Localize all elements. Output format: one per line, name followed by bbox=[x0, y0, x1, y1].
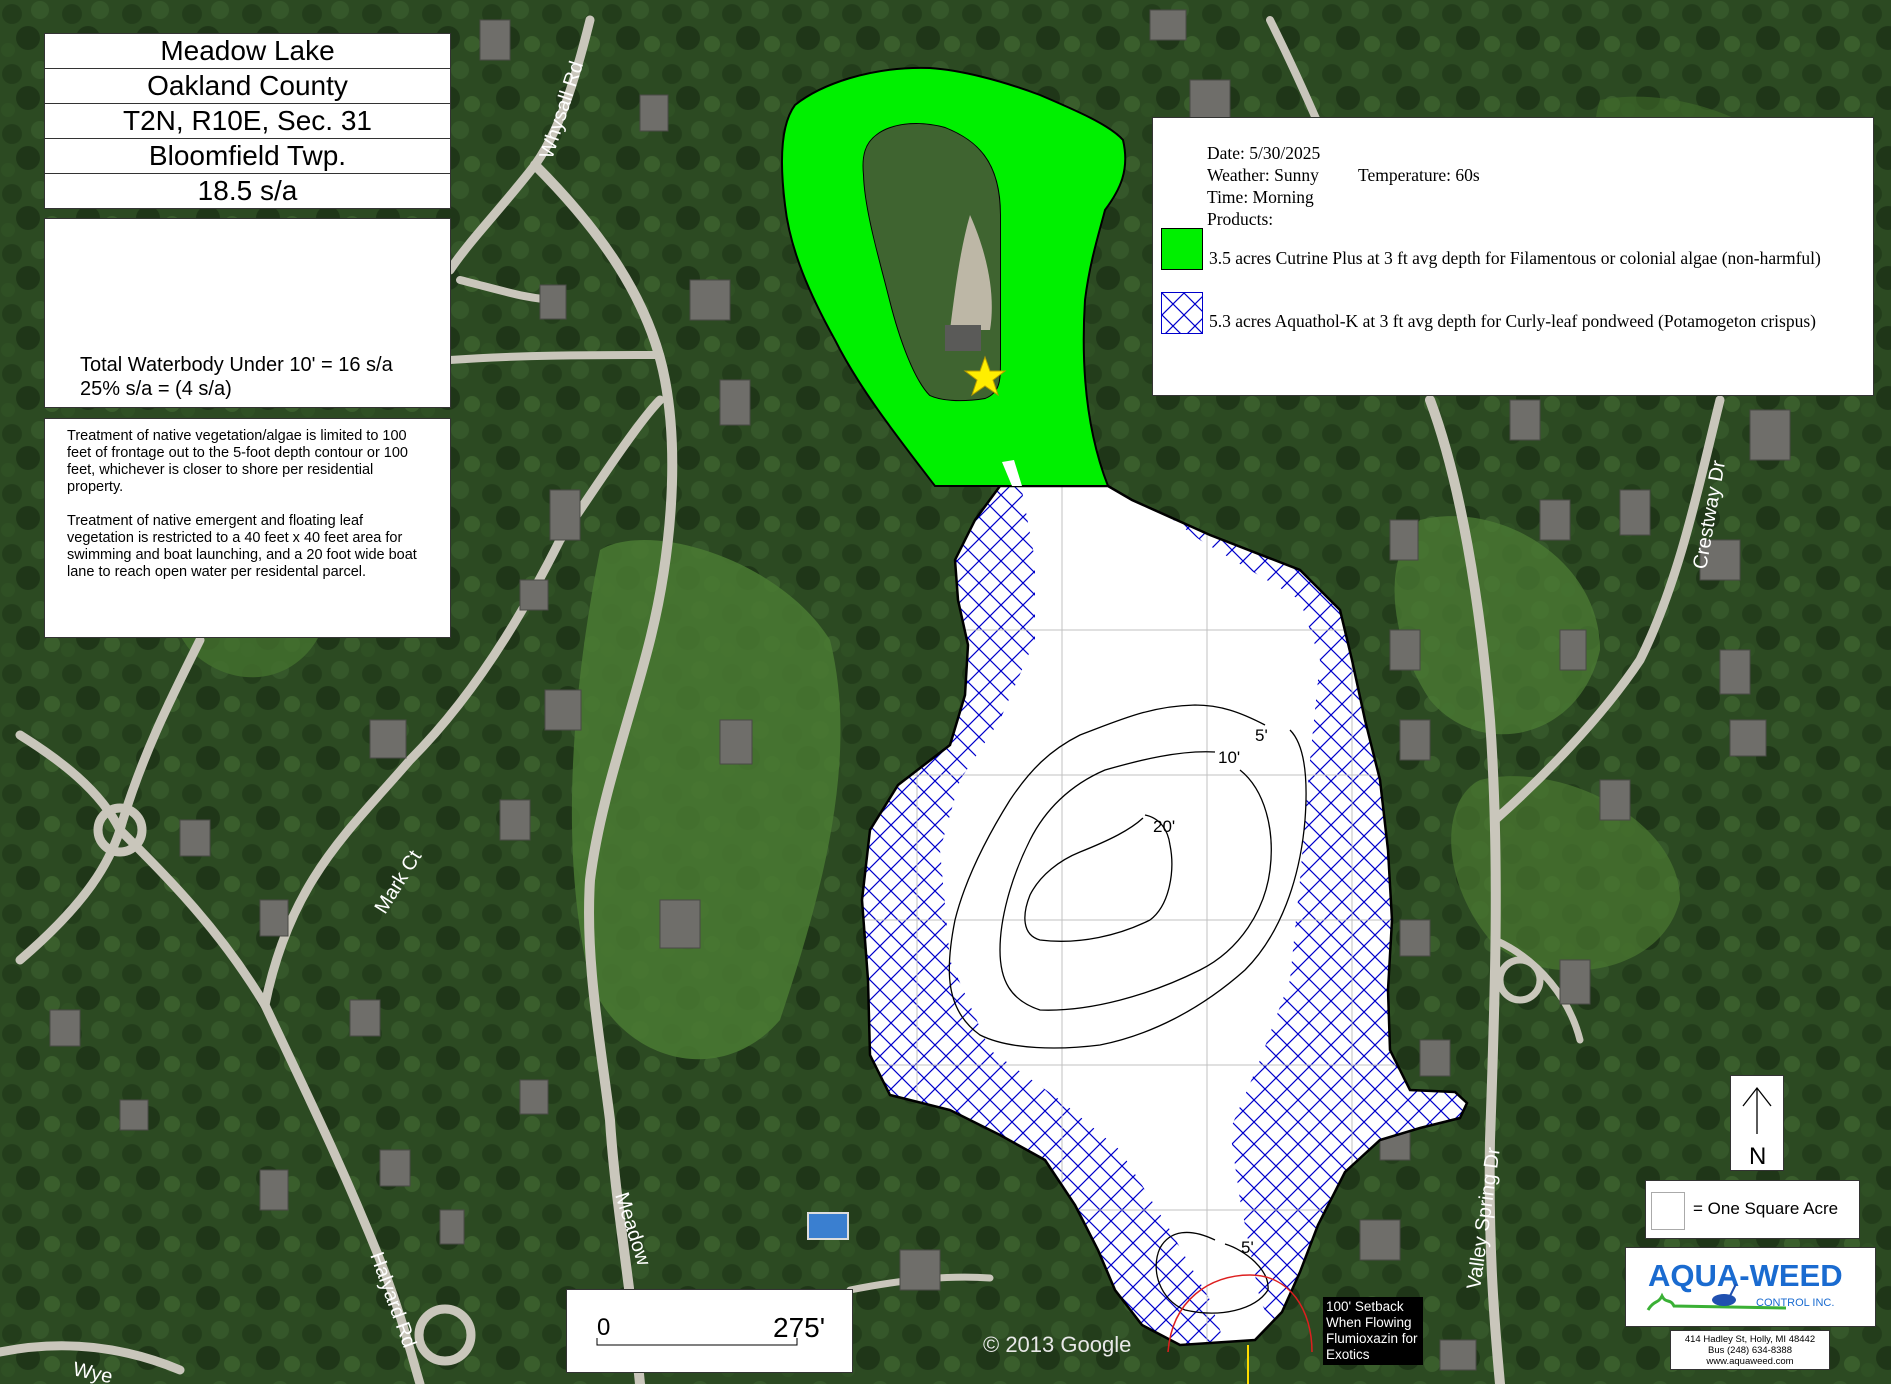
waterbody-stats: Total Waterbody Under 10' = 16 s/a 25% s… bbox=[44, 218, 451, 408]
lake-name: Meadow Lake bbox=[44, 33, 451, 69]
setback-note: 100' Setback When Flowing Flumioxazin fo… bbox=[1323, 1297, 1423, 1365]
north-label: N bbox=[1749, 1143, 1766, 1170]
aquathol-swatch bbox=[1161, 292, 1203, 334]
star-marker bbox=[963, 355, 1007, 397]
treatment-rules: Treatment of native vegetation/algae is … bbox=[44, 418, 451, 638]
contour-5-top: 5' bbox=[1255, 726, 1268, 745]
treatment-legend: Date: 5/30/2025 Weather: Sunny Temperatu… bbox=[1152, 117, 1874, 396]
address-phone: Bus (248) 634-8388 bbox=[1708, 1345, 1792, 1356]
stat-25-percent: 25% s/a = (4 s/a) bbox=[80, 378, 232, 400]
stat-under-10: Total Waterbody Under 10' = 16 s/a bbox=[80, 354, 393, 376]
company-address: 414 Hadley St, Holly, MI 48442 Bus (248)… bbox=[1670, 1330, 1830, 1370]
legend-item-aquathol: 5.3 acres Aquathol-K at 3 ft avg depth f… bbox=[1209, 311, 1816, 331]
aqua-weed-logo: AQUA-WEED CONTROL INC. bbox=[1625, 1247, 1876, 1327]
scale-bar: 0 275' bbox=[566, 1289, 853, 1373]
contour-10: 10' bbox=[1218, 748, 1240, 767]
address-web: www.aquaweed.com bbox=[1706, 1356, 1794, 1367]
section-location: T2N, R10E, Sec. 31 bbox=[44, 104, 451, 139]
legend-item-cutrine: 3.5 acres Cutrine Plus at 3 ft avg depth… bbox=[1209, 248, 1821, 268]
logo-sub: CONTROL INC. bbox=[1756, 1297, 1834, 1309]
county-name: Oakland County bbox=[44, 69, 451, 104]
township-name: Bloomfield Twp. bbox=[44, 139, 451, 174]
legend-date: Date: 5/30/2025 bbox=[1207, 143, 1321, 163]
legend-temperature: Temperature: 60s bbox=[1358, 165, 1480, 185]
copyright: © 2013 Google bbox=[983, 1332, 1131, 1357]
address-street: 414 Hadley St, Holly, MI 48442 bbox=[1684, 1334, 1816, 1345]
lake-area: 18.5 s/a bbox=[44, 174, 451, 209]
acre-legend: = One Square Acre bbox=[1645, 1180, 1860, 1239]
rule-native-vegetation: Treatment of native vegetation/algae is … bbox=[67, 428, 408, 495]
title-block: Meadow Lake Oakland County T2N, R10E, Se… bbox=[44, 33, 451, 211]
legend-products: Products: bbox=[1207, 209, 1274, 229]
cutrine-swatch bbox=[1161, 228, 1203, 270]
contour-5-bottom: 5' bbox=[1241, 1238, 1254, 1257]
legend-time: Time: Morning bbox=[1207, 187, 1314, 207]
contour-20: 20' bbox=[1153, 817, 1175, 836]
logo-name: AQUA-WEED bbox=[1648, 1258, 1843, 1293]
rule-emergent-vegetation: Treatment of native emergent and floatin… bbox=[67, 513, 417, 580]
acre-label: = One Square Acre bbox=[1693, 1199, 1839, 1218]
scale-start: 0 bbox=[597, 1314, 610, 1341]
scale-end: 275' bbox=[773, 1312, 825, 1343]
acre-square-icon bbox=[1651, 1192, 1685, 1230]
north-arrow: N bbox=[1730, 1075, 1784, 1171]
legend-weather: Weather: Sunny bbox=[1207, 165, 1319, 185]
